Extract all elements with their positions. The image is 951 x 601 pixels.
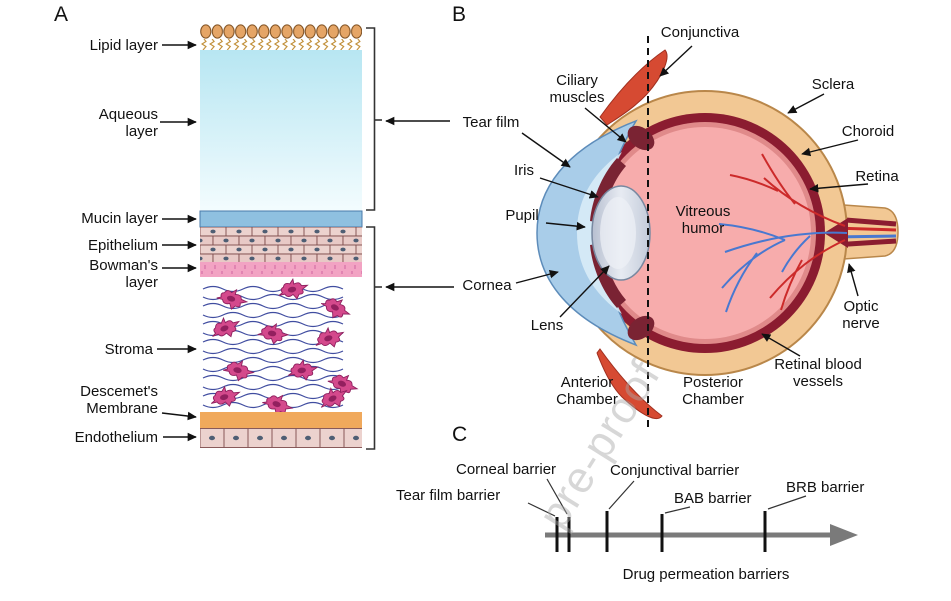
aqueous-layer-band [200, 50, 362, 211]
label-stroma: Stroma [104, 341, 153, 358]
label-aqueous-layer: Aqueous layer [98, 106, 158, 141]
label-choroid: Choroid [841, 123, 895, 140]
tear-film-cornea-layers [199, 24, 382, 450]
label-conjunctiva: Conjunctiva [660, 24, 740, 41]
label-bab-barrier: BAB barrier [674, 490, 752, 507]
endothelium-band [200, 428, 362, 448]
conjunctiva-lower [596, 348, 663, 420]
label-conjunctival-barrier: Conjunctival barrier [610, 462, 740, 479]
barrier-ticks [555, 511, 767, 552]
conjunctiva-upper [599, 49, 668, 126]
label-retinal-blood-vessels: Retinal blood vessels [774, 356, 862, 391]
label-brb-barrier: BRB barrier [786, 479, 865, 496]
label-sclera: Sclera [811, 76, 855, 93]
descemets-membrane-band [200, 412, 362, 428]
cornea-bracket [366, 226, 382, 450]
panel-c-letter: C [452, 423, 468, 446]
panel-b-letter: B [452, 3, 467, 26]
label-optic-nerve: Optic nerve [842, 298, 880, 333]
panel-a-letter: A [54, 3, 69, 26]
lipid-layer-tails [200, 39, 362, 50]
label-tear-film: Tear film [462, 114, 520, 131]
ciliary-muscle-lower [627, 315, 655, 341]
epithelium-band [200, 227, 362, 262]
label-pupil: Pupil [505, 207, 539, 224]
label-tear-film-barrier: Tear film barrier [396, 487, 501, 504]
label-iris: Iris [514, 162, 534, 179]
tear-film-bracket [366, 27, 382, 211]
label-posterior-chamber: Posterior Chamber [682, 374, 744, 409]
label-vitreous-humor: Vitreous humor [675, 203, 731, 238]
label-lens: Lens [530, 317, 564, 334]
label-corneal-barrier: Corneal barrier [456, 461, 557, 478]
lens-highlight [600, 197, 636, 269]
label-epithelium: Epithelium [87, 237, 158, 254]
eye-cross-section [536, 36, 899, 432]
label-cornea: Cornea [462, 277, 512, 294]
axis-arrowhead [830, 524, 858, 546]
label-axis-title: Drug permeation barriers [622, 566, 790, 583]
label-retina: Retina [855, 168, 899, 185]
label-endothelium: Endothelium [74, 429, 158, 446]
mucin-layer-band [199, 210, 363, 228]
label-bowmans-layer: Bowman's layer [89, 257, 158, 292]
label-anterior-chamber: Anterior Chamber [556, 374, 618, 409]
lipid-layer-heads [200, 24, 362, 39]
barrier-leader-lines [527, 478, 807, 517]
vitreous-body [599, 127, 811, 339]
leader-arrows [157, 40, 869, 442]
label-mucin-layer: Mucin layer [81, 210, 158, 227]
label-descemets-membrane: Descemet's Membrane [80, 383, 158, 418]
bowmans-layer-band [200, 262, 362, 277]
drug-barrier-axis [527, 478, 858, 552]
retinal-blood-vessels [718, 153, 848, 313]
label-ciliary-muscles: Ciliary muscles [549, 72, 605, 107]
label-lipid-layer: Lipid layer [89, 37, 158, 54]
